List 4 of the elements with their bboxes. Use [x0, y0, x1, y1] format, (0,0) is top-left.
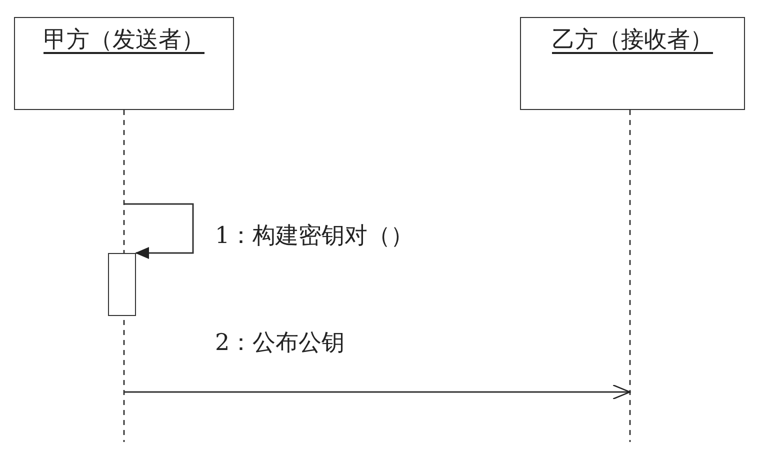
message-arrow	[124, 384, 631, 400]
object-name: 乙方（接收者）	[552, 27, 713, 53]
object-name: 甲方（发送者）	[44, 27, 204, 53]
self-message-arrow	[124, 203, 194, 259]
